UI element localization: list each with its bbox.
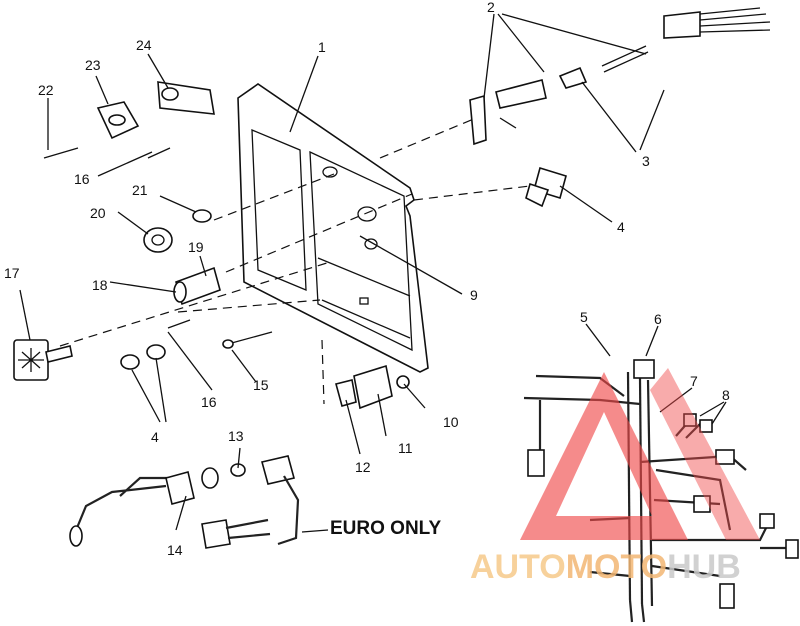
callout-23: 23 [85, 57, 101, 73]
callout-9: 9 [470, 287, 478, 303]
callout-24: 24 [136, 37, 152, 53]
callout-16-lower: 16 [201, 394, 217, 410]
callout-6: 6 [654, 311, 662, 327]
callout-5: 5 [580, 309, 588, 325]
watermark: AUTOMOTOHUB [470, 368, 760, 586]
console-panel [237, 83, 429, 373]
assembly-lines [59, 117, 531, 405]
callout-10: 10 [443, 414, 459, 430]
callout-22: 22 [38, 82, 54, 98]
callout-17: 17 [4, 265, 20, 281]
callout-16-upper: 16 [74, 171, 90, 187]
callout-13: 13 [228, 428, 244, 444]
callout-7: 7 [690, 373, 698, 389]
callout-11: 11 [398, 440, 413, 456]
callout-4-nuts: 4 [151, 429, 159, 445]
svg-text:AUTOMOTOHUB: AUTOMOTOHUB [470, 548, 741, 586]
callout-21: 21 [132, 182, 148, 198]
callout-4-toggle: 4 [617, 219, 625, 235]
toggle-switch [525, 166, 567, 208]
bracket-parts [13, 81, 410, 410]
watermark-auto: AUTO [470, 548, 566, 586]
watermark-moto: MOTO [566, 548, 667, 586]
callout-12: 12 [355, 459, 371, 475]
euro-only-label: EURO ONLY [330, 518, 442, 539]
watermark-hub: HUB [667, 548, 741, 586]
callout-20: 20 [90, 205, 106, 221]
watermark-triangle [520, 372, 688, 540]
callout-14: 14 [167, 542, 183, 558]
switch-assembly [469, 7, 771, 146]
callout-15: 15 [253, 377, 269, 393]
callout-18: 18 [92, 277, 108, 293]
callout-8: 8 [722, 387, 730, 403]
callout-3: 3 [642, 153, 650, 169]
callout-1: 1 [318, 39, 326, 55]
callout-19: 19 [188, 239, 204, 255]
callout-labels: 1 2 3 4 4 5 6 7 8 9 10 11 12 13 14 15 16… [4, 0, 730, 558]
leader-lines [19, 13, 665, 533]
callout-2: 2 [487, 0, 495, 15]
